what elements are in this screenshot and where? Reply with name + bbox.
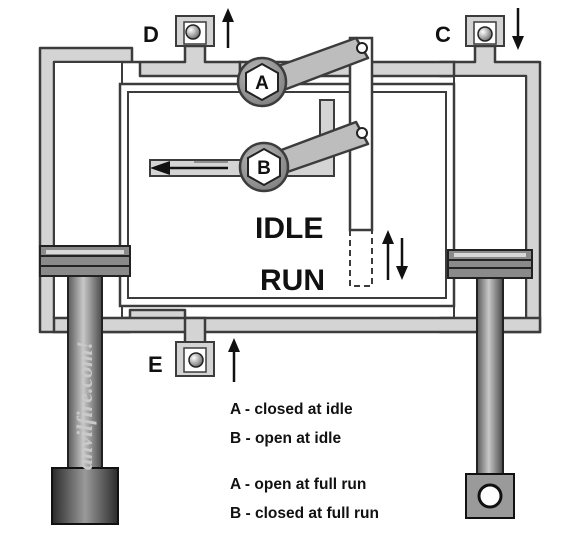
check-valve-d bbox=[175, 15, 215, 47]
label-c: C bbox=[435, 22, 451, 47]
arrow-c-down-icon bbox=[512, 8, 524, 50]
valve-b-label: B bbox=[257, 158, 271, 179]
state-idle: IDLE bbox=[255, 212, 323, 245]
check-valve-e bbox=[175, 341, 215, 377]
exhaust-arrow-icon bbox=[150, 161, 228, 175]
legend-line-3: A - open at full run bbox=[230, 476, 366, 493]
bottom-passage bbox=[52, 316, 542, 350]
legend-line-1: A - closed at idle bbox=[230, 401, 353, 418]
legend: A - closed at idle B - open at idle A - … bbox=[230, 401, 379, 522]
right-piston bbox=[447, 249, 533, 279]
right-foot bbox=[465, 473, 515, 519]
state-run: RUN bbox=[260, 264, 325, 297]
legend-line-2: B - open at idle bbox=[230, 430, 341, 447]
watermark: anvilfire.com! bbox=[72, 341, 97, 470]
label-e: E bbox=[148, 352, 163, 377]
left-piston bbox=[39, 245, 131, 277]
arrow-d-up-icon bbox=[222, 8, 234, 48]
left-die bbox=[51, 467, 119, 525]
label-d: D bbox=[143, 22, 159, 47]
valve-a-label: A bbox=[255, 73, 269, 94]
valve-b: B bbox=[238, 141, 290, 193]
legend-line-4: B - closed at full run bbox=[230, 505, 379, 522]
right-rod bbox=[476, 277, 504, 475]
arrow-e-up-icon bbox=[228, 338, 240, 382]
arrow-lever-up-down-icon bbox=[382, 230, 408, 280]
check-valve-c bbox=[465, 15, 505, 47]
valve-a: A bbox=[236, 56, 288, 108]
